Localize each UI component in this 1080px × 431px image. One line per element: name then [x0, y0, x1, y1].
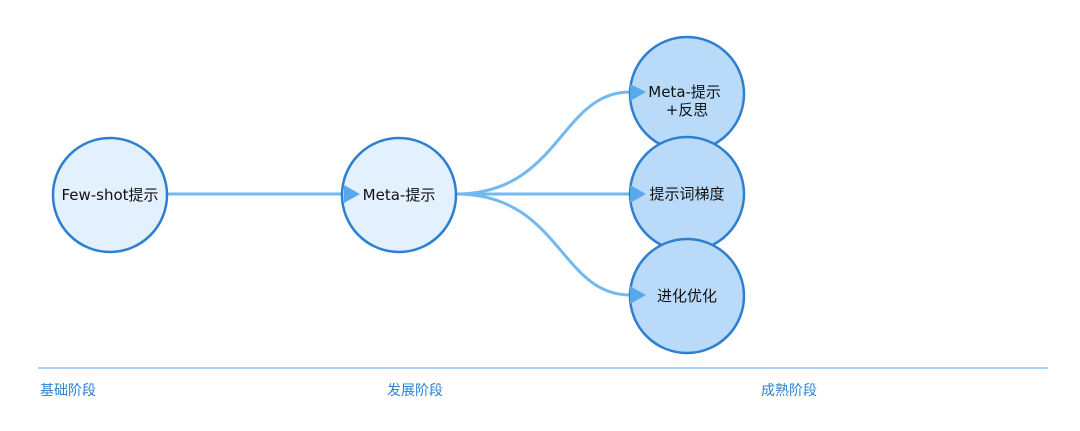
arrowhead-meta	[344, 185, 360, 203]
node-circle	[51, 136, 169, 254]
stage-label-developing: 发展阶段	[387, 383, 443, 399]
stage-label-basic: 基础阶段	[40, 383, 96, 399]
node-meta-reflect: Meta-提示 +反思	[628, 35, 746, 153]
stage-label-mature: 成熟阶段	[761, 383, 817, 399]
node-meta: Meta-提示	[340, 136, 458, 254]
node-label-meta-reflect: Meta-提示 +反思	[648, 83, 725, 119]
node-label-evolution: 进化优化	[657, 287, 717, 305]
node-few-shot: Few-shot提示	[51, 136, 169, 254]
node-evolution: 进化优化	[628, 237, 746, 355]
node-label-meta: Meta-提示	[363, 186, 436, 204]
edges	[167, 90, 631, 297]
edge-meta-to-evolution	[455, 192, 631, 297]
node-label-gradient: 提示词梯度	[649, 185, 724, 203]
edge-meta-to-meta-reflect	[455, 90, 631, 196]
arrowhead-gradient	[630, 185, 646, 203]
arrowhead-meta-reflect	[630, 84, 646, 101]
arrowhead-evolution	[630, 286, 646, 304]
node-circle	[340, 136, 458, 254]
node-label-few-shot: Few-shot提示	[61, 186, 158, 204]
arrowheads	[344, 84, 646, 304]
node-label-line-1: Meta-提示	[648, 83, 721, 101]
node-label-line-2: +反思	[666, 101, 709, 119]
node-gradient: 提示词梯度	[628, 135, 746, 253]
